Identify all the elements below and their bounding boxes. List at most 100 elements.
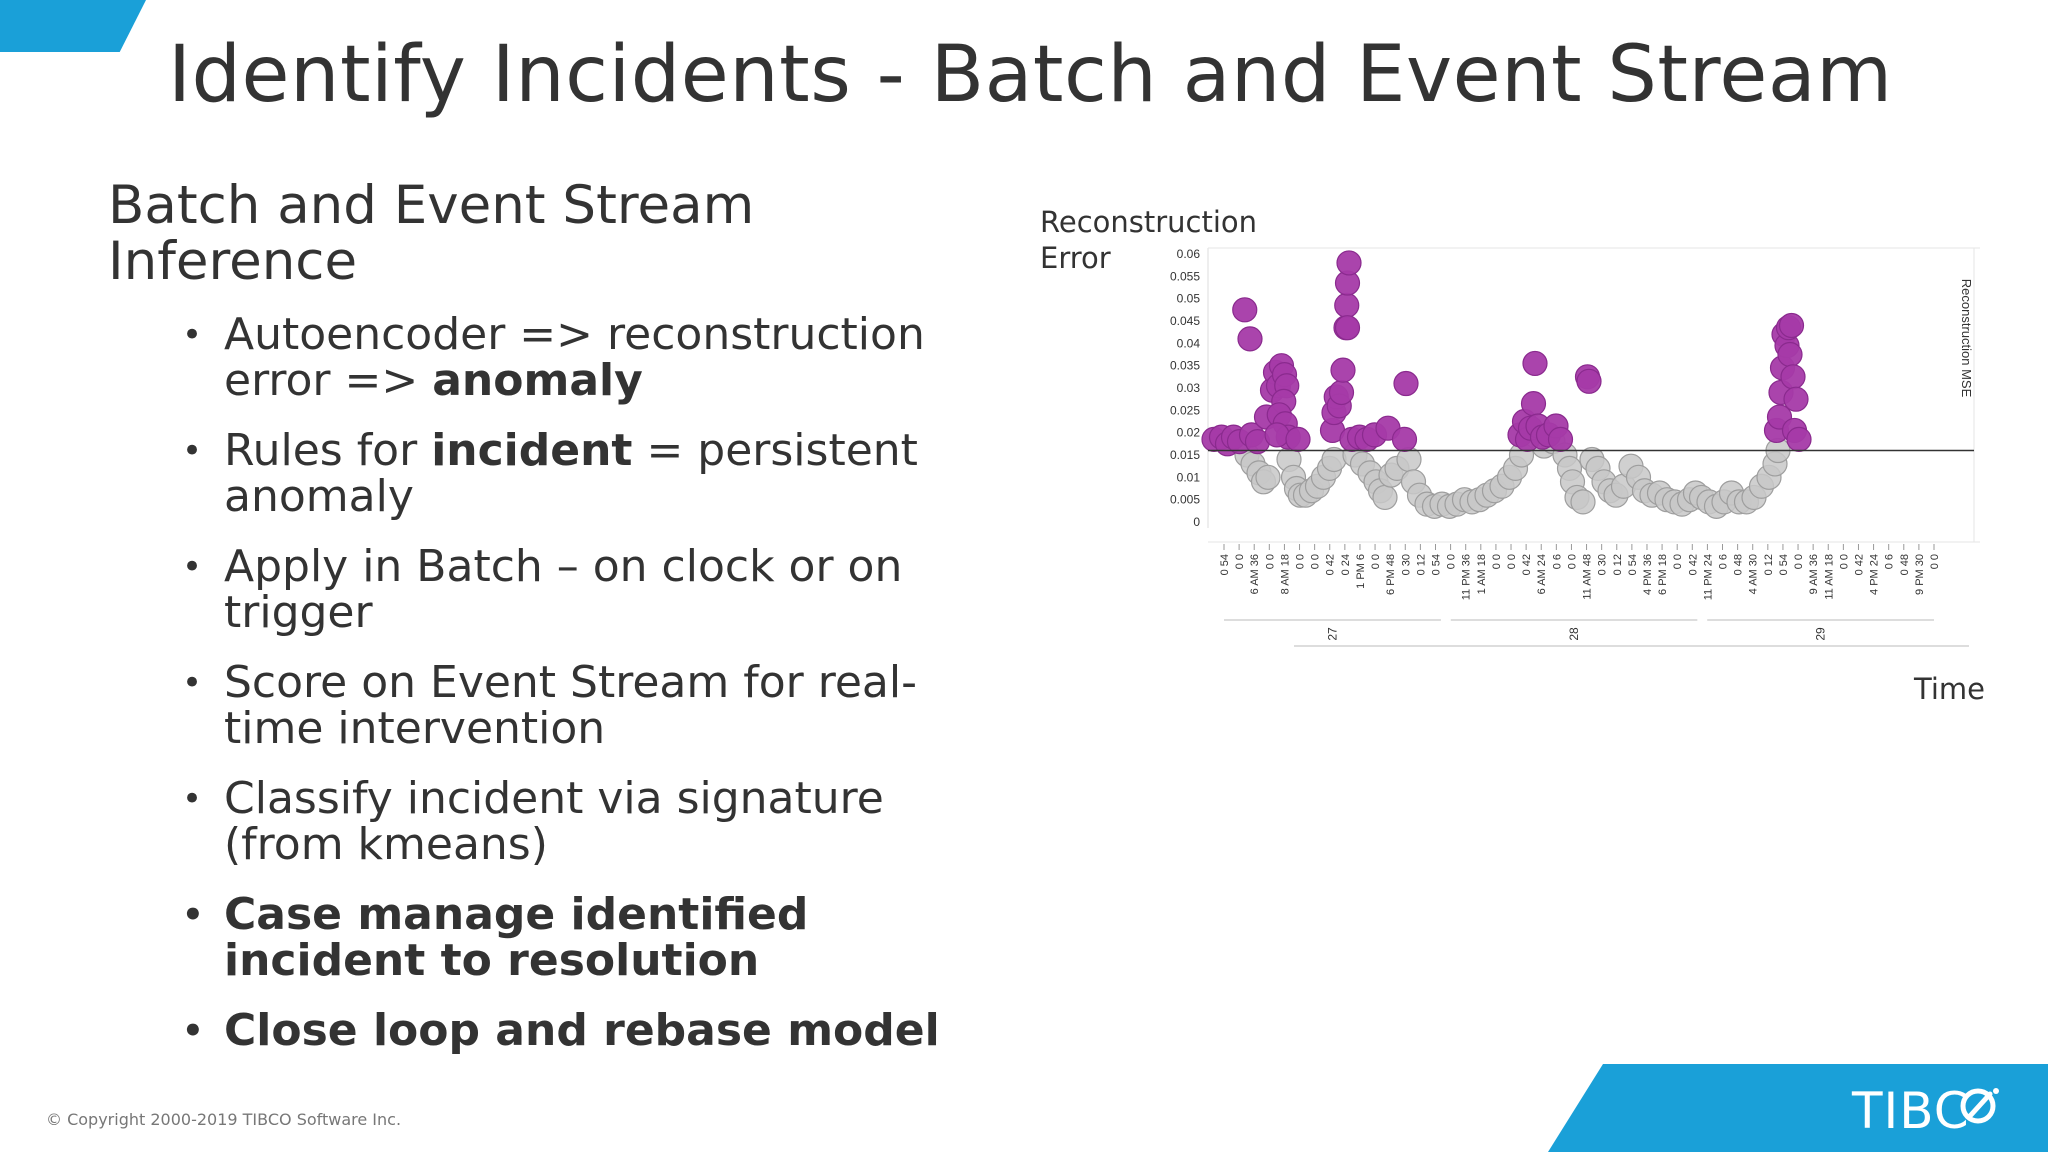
day-group-label: 27 — [1325, 627, 1339, 641]
y-tick-label: 0 — [1193, 515, 1200, 529]
x-tick-label: 0 12 — [1763, 554, 1775, 575]
bullet-text: Classify incident via signature (from km… — [224, 773, 884, 870]
x-tick-label: 0 6 — [1718, 554, 1730, 569]
y-tick-label: 0.035 — [1170, 359, 1200, 373]
bullet-bold-text: anomaly — [432, 355, 643, 406]
x-tick-label: 0 0 — [1446, 554, 1458, 569]
bullet-item: •Case manage identified incident to reso… — [182, 892, 942, 984]
bullet-item: •Apply in Batch – on clock or on trigger — [182, 544, 942, 636]
x-tick-label: 11 PM 24 — [1702, 554, 1714, 600]
x-tick-label: 0 42 — [1853, 554, 1865, 575]
chart-y-label: Reconstruction Error — [1040, 204, 1257, 276]
x-tick-label: 0 0 — [1234, 554, 1246, 569]
y-tick-label: 0.06 — [1177, 247, 1201, 261]
x-tick-label: 4 PM 24 — [1869, 554, 1881, 595]
anomaly-point — [1336, 250, 1362, 276]
x-tick-label: 0 12 — [1612, 554, 1624, 575]
x-tick-label: 0 0 — [1491, 554, 1503, 569]
normal-point — [1255, 464, 1281, 490]
x-tick-label: 11 AM 18 — [1823, 554, 1835, 600]
anomaly-point — [1520, 391, 1547, 417]
slide-title: Identify Incidents - Batch and Event Str… — [168, 30, 1893, 120]
anomaly-point — [1330, 357, 1356, 383]
x-tick-label: 0 0 — [1566, 554, 1578, 569]
normal-point — [1372, 484, 1398, 511]
x-tick-label: 0 48 — [1899, 554, 1911, 575]
x-tick-label: 0 30 — [1400, 554, 1412, 575]
anomaly-point — [1777, 341, 1803, 368]
x-tick-label: 0 42 — [1521, 554, 1533, 575]
bullet-item: • Classify incident via signature (from k… — [182, 776, 942, 868]
x-tick-label: 0 0 — [1506, 554, 1518, 569]
reconstruction-error-chart: 00.0050.010.0150.020.0250.030.0350.040.0… — [1170, 247, 1980, 647]
y-tick-label: 0.03 — [1177, 381, 1201, 395]
bullet-glyph: • — [182, 1011, 204, 1051]
x-tick-label: 0 54 — [1219, 554, 1231, 575]
x-tick-label: 0 0 — [1793, 554, 1805, 569]
bullet-glyph: • — [182, 663, 203, 703]
bullet-glyph: • — [182, 315, 203, 355]
anomaly-point — [1783, 386, 1809, 412]
bullet-bold-text: Case manage identified incident to resol… — [224, 889, 809, 986]
x-tick-label: 0 0 — [1310, 554, 1322, 569]
x-tick-label: 6 PM 18 — [1657, 554, 1669, 595]
bullet-item: • Rules for incident = persistent anomaly — [182, 428, 942, 520]
x-tick-label: 11 PM 36 — [1461, 554, 1473, 600]
bullet-item: • Close loop and rebase model — [182, 1008, 942, 1054]
bullet-glyph: • — [182, 431, 203, 471]
subtitle-text: Batch and Event Stream Inference — [108, 175, 755, 292]
y-tick-label: 0.05 — [1177, 292, 1201, 306]
x-tick-label: 0 54 — [1627, 554, 1639, 575]
x-tick-label: 9 AM 36 — [1808, 554, 1820, 594]
bullet-item: • Score on Event Stream for real-time int… — [182, 660, 942, 752]
x-tick-label: 6 AM 24 — [1536, 554, 1548, 594]
x-tick-label: 0 0 — [1838, 554, 1850, 569]
copyright-text: © Copyright 2000-2019 TIBCO Software Inc… — [46, 1110, 402, 1129]
x-tick-label: 0 0 — [1295, 554, 1307, 569]
anomaly-point — [1391, 426, 1418, 452]
slide-subtitle: Batch and Event Stream Inference — [108, 178, 788, 290]
bullet-text: Rules for — [224, 425, 432, 476]
x-tick-label: 4 PM 36 — [1642, 554, 1654, 595]
y-tick-label: 0.04 — [1177, 336, 1201, 350]
x-tick-label: 8 AM 18 — [1279, 554, 1291, 594]
x-tick-label: 0 0 — [1929, 554, 1941, 569]
bullet-text: Score on Event Stream for real-time inte… — [224, 657, 917, 754]
anomaly-point — [1778, 312, 1805, 339]
x-tick-label: 0 42 — [1687, 554, 1699, 575]
x-tick-label: 6 AM 36 — [1249, 554, 1261, 594]
x-tick-label: 1 AM 18 — [1476, 554, 1488, 594]
chart-x-label: Time — [1914, 672, 1985, 706]
x-tick-label: 9 PM 30 — [1914, 554, 1926, 595]
x-tick-label: 4 AM 30 — [1748, 554, 1760, 594]
bullet-bold-text: incident — [431, 425, 633, 476]
x-tick-label: 0 0 — [1264, 554, 1276, 569]
x-tick-label: 11 AM 48 — [1582, 554, 1594, 600]
y-tick-label: 0.005 — [1170, 493, 1200, 507]
x-tick-label: 0 54 — [1778, 554, 1790, 575]
tibco-logo-mark-icon — [1960, 1088, 1999, 1124]
x-tick-label: 1 PM 6 — [1355, 554, 1367, 589]
bullet-text: Autoencoder => reconstruction error => — [224, 309, 925, 406]
x-tick-label: 0 0 — [1672, 554, 1684, 569]
bullet-text: = persistent anomaly — [224, 425, 918, 522]
x-tick-label: 0 24 — [1340, 554, 1352, 575]
top-left-accent — [0, 0, 146, 52]
right-axis-label: Reconstruction MSE — [1959, 279, 1974, 398]
tibco-logo-text: TIBC — [1852, 1082, 1970, 1140]
bullet-glyph: • — [182, 779, 203, 819]
day-group-label: 28 — [1567, 627, 1581, 641]
anomaly-point — [1328, 379, 1355, 406]
bullet-bold-text: Close loop and rebase model — [224, 1005, 940, 1056]
x-tick-label: 0 6 — [1551, 554, 1563, 569]
y-tick-label: 0.055 — [1170, 269, 1200, 283]
x-tick-label: 0 48 — [1733, 554, 1745, 575]
x-tick-label: 0 6 — [1884, 554, 1896, 569]
anomaly-point — [1334, 292, 1360, 318]
y-tick-label: 0.015 — [1170, 448, 1200, 462]
bullet-glyph: • — [182, 547, 203, 587]
bullet-item: •Autoencoder => reconstruction error => … — [182, 312, 942, 404]
x-tick-label: 0 54 — [1430, 554, 1442, 575]
anomaly-point — [1547, 426, 1574, 452]
x-tick-label: 0 30 — [1597, 554, 1609, 575]
